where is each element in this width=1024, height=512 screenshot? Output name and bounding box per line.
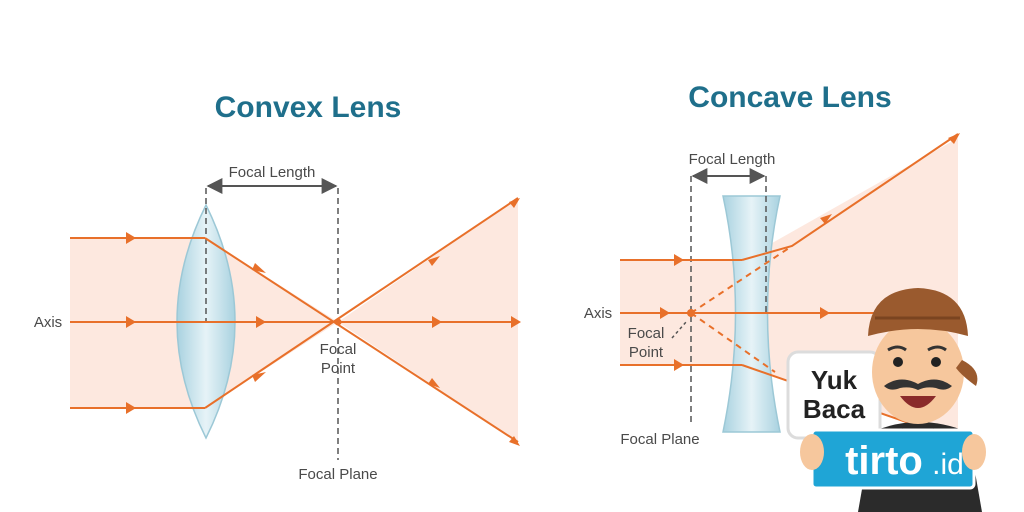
promo-character-moustache bbox=[884, 379, 952, 390]
concave-ray-arrowheads bbox=[660, 133, 960, 371]
promo-character-hat-knot bbox=[956, 360, 978, 386]
promo-character-eye-right bbox=[931, 357, 941, 367]
concave-focal-point-label-1: Focal bbox=[628, 325, 665, 342]
convex-beam-fill bbox=[70, 198, 518, 442]
concave-axis-label: Axis bbox=[584, 305, 612, 322]
promo-headline-2: Baca bbox=[803, 394, 866, 424]
concave-focal-length-label: Focal Length bbox=[689, 151, 776, 168]
promo-character-mouth bbox=[900, 396, 936, 408]
convex-title: Convex Lens bbox=[215, 91, 402, 124]
concave-virtual-ray-top bbox=[690, 245, 793, 314]
promo-badge[interactable]: Yuk Baca tirto .id bbox=[786, 288, 986, 512]
convex-lens-panel: Convex Lens Focal Length bbox=[34, 91, 521, 483]
concave-focal-point-label-2: Point bbox=[629, 344, 664, 361]
promo-character-hand-left bbox=[800, 434, 824, 470]
concave-title: Concave Lens bbox=[688, 81, 891, 114]
promo-brand-name: tirto bbox=[845, 439, 923, 483]
promo-character-face bbox=[872, 320, 964, 424]
convex-focal-plane-label: Focal Plane bbox=[298, 466, 377, 483]
convex-focal-point-label-2: Point bbox=[321, 360, 356, 377]
concave-focal-point-dot bbox=[687, 309, 695, 317]
convex-focal-point-label-1: Focal bbox=[320, 341, 357, 358]
convex-focal-length-label: Focal Length bbox=[229, 164, 316, 181]
promo-character-hand-right bbox=[962, 434, 986, 470]
promo-headline-1: Yuk bbox=[811, 365, 858, 395]
promo-character-brow-left bbox=[887, 345, 907, 352]
convex-ray-arrowheads bbox=[126, 198, 521, 446]
convex-rays bbox=[70, 197, 519, 443]
convex-ray-bottom-out bbox=[204, 197, 519, 409]
concave-focal-plane-label: Focal Plane bbox=[620, 431, 699, 448]
convex-focal-point-dot bbox=[334, 318, 342, 326]
convex-ray-top-out bbox=[204, 237, 519, 443]
promo-character-hat bbox=[868, 288, 968, 336]
promo-character-brow-right bbox=[927, 345, 947, 352]
convex-axis-label: Axis bbox=[34, 314, 62, 331]
promo-brand-suffix: .id bbox=[932, 448, 964, 481]
promo-character-eye-left bbox=[893, 357, 903, 367]
